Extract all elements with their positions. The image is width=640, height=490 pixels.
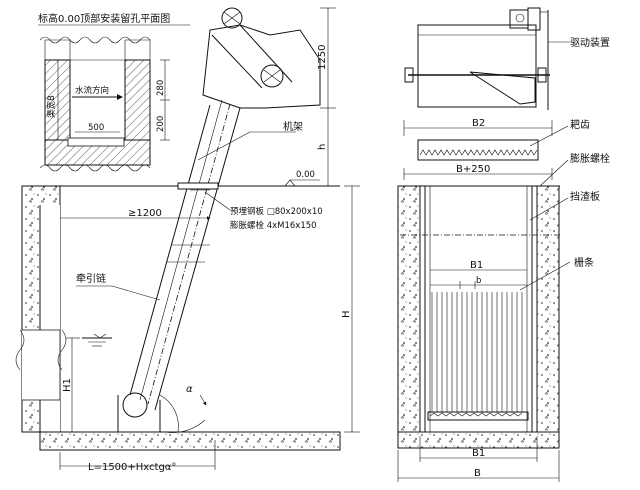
dim-B1-bottom: B1 xyxy=(472,448,485,459)
anchor-plate xyxy=(177,182,219,190)
angle-alpha: α xyxy=(186,384,193,395)
front-left-wall xyxy=(397,185,421,449)
frame-head xyxy=(202,24,321,109)
inset-flow-label: 水流方向 xyxy=(75,85,109,96)
screen-bars xyxy=(431,292,523,412)
front-right-wall xyxy=(536,185,560,449)
front-view: B2 B+250 B1 b xyxy=(397,7,610,482)
dim-1250: 1250 xyxy=(317,45,328,70)
inset-dim-base: 500 xyxy=(88,123,104,133)
dim-H1: H1 xyxy=(62,378,73,392)
frame-brackets xyxy=(166,189,210,263)
side-view: α 1250 h 机架 0.00 ≥1200 预埋钢板 □80x200x10 膨… xyxy=(15,7,360,473)
front-floor xyxy=(397,431,560,449)
inset-title: 标高0.00顶部安装留孔平面图 xyxy=(38,12,170,25)
inset-plan-detail: 标高0.00顶部安装留孔平面图 水流方向 280 200 渠宽B 500 xyxy=(38,12,190,172)
level-mark: 0.00 xyxy=(296,170,315,180)
dim-h: h xyxy=(317,144,328,150)
front-top-housing xyxy=(417,24,537,108)
dim-H: H xyxy=(341,310,352,318)
rake-teeth xyxy=(419,149,538,156)
inset-wall-right xyxy=(124,59,151,146)
label-guide-chain: 牵引链 xyxy=(76,272,106,285)
dim-B250: B+250 xyxy=(456,164,490,175)
head-sprocket xyxy=(260,64,284,88)
label-drive: 驱动装置 xyxy=(570,36,610,49)
bottom-sprocket xyxy=(122,392,148,418)
dim-B: B xyxy=(474,468,481,479)
label-rake: 耙齿 xyxy=(570,119,590,131)
dim-1200: ≥1200 xyxy=(128,208,162,219)
drive-sprocket-top xyxy=(221,7,243,29)
inset-dim-top: 280 xyxy=(156,80,166,96)
dim-B2: B2 xyxy=(472,118,485,129)
label-baffle: 挡渣板 xyxy=(570,190,600,203)
inset-dim-width: 渠宽B xyxy=(46,95,57,118)
note-anchor-bolts: 膨胀螺栓 4xM16x150 xyxy=(230,220,317,231)
front-rake-band xyxy=(417,139,539,161)
dim-L: L=1500+Hxctgα° xyxy=(88,462,176,473)
label-frame: 机架 xyxy=(283,120,303,133)
note-embedded-plate: 预埋钢板 □80x200x10 xyxy=(230,206,323,217)
channel-floor xyxy=(39,431,341,451)
label-screen-bar: 栅条 xyxy=(574,256,594,269)
dim-b: b xyxy=(476,276,481,286)
label-anchor-bolt: 膨胀螺栓 xyxy=(570,152,610,165)
dim-B1-inner: B1 xyxy=(470,260,483,271)
inset-dim-bottom: 200 xyxy=(156,116,166,132)
